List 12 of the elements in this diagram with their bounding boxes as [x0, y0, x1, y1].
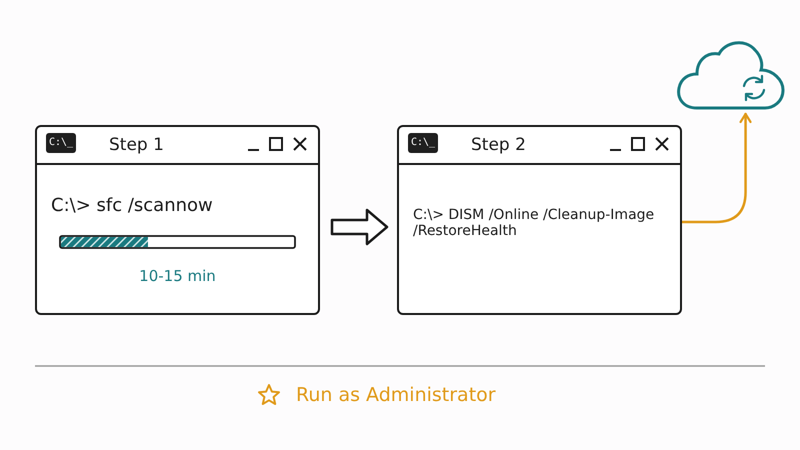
terminal-window	[397, 125, 682, 315]
command-text: C:\> sfc /scannow	[51, 195, 214, 216]
terminal-icon: C:\_	[46, 133, 76, 153]
arrow	[330, 208, 388, 246]
window-title: Step 2	[471, 135, 526, 155]
terminal-window	[35, 125, 320, 315]
window-title: Step 1	[109, 135, 164, 155]
command-text: C:\> DISM /Online /Cleanup-Image /RestoreHealth	[413, 207, 656, 239]
arrow	[680, 112, 752, 224]
terminal-icon: C:\_	[408, 133, 438, 153]
note-text: Run as Administrator	[296, 384, 496, 406]
duration-text: 10-15 min	[138, 267, 217, 285]
